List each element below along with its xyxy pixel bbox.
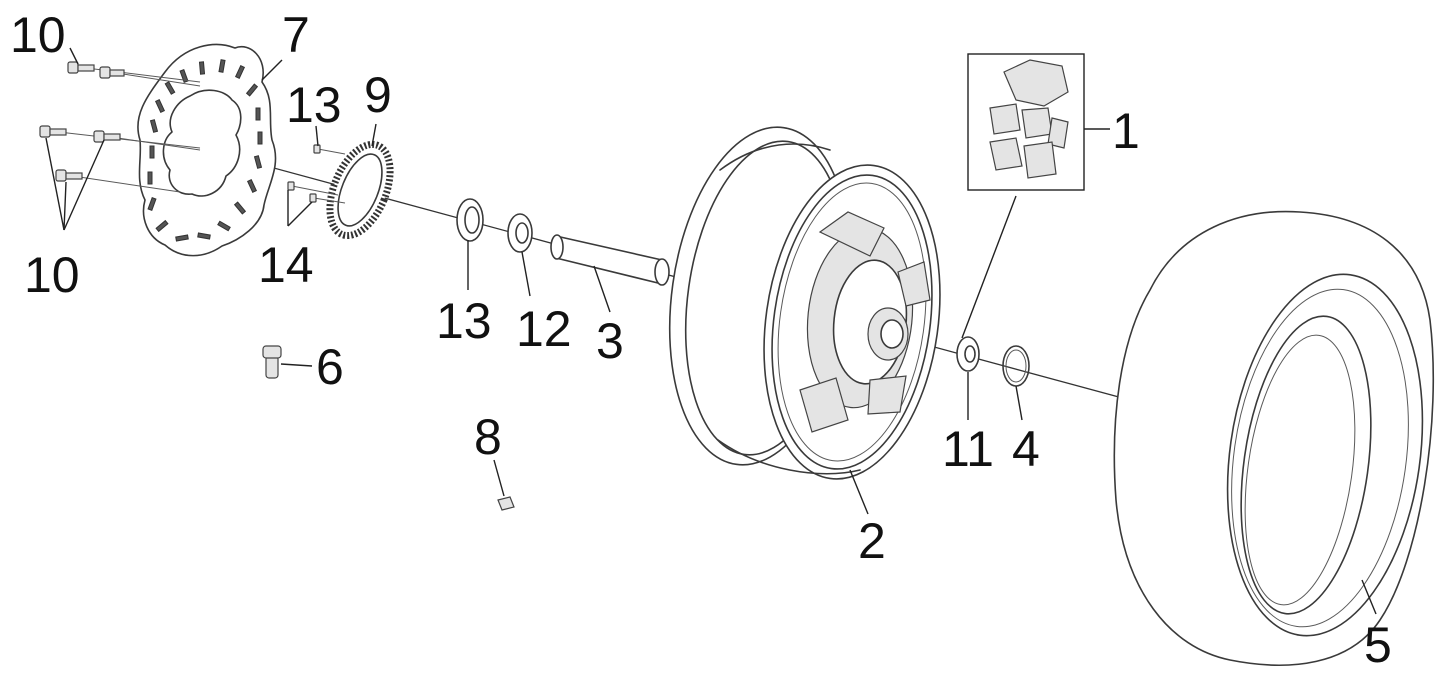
callout-leaders	[45, 47, 1377, 615]
damper-box	[967, 53, 1085, 191]
callout-9: 9	[364, 67, 392, 123]
callout-14: 14	[258, 237, 314, 293]
balance-weight	[493, 459, 515, 511]
damper-leader	[961, 195, 1017, 339]
callout-4: 4	[1012, 421, 1040, 477]
callout-5: 5	[1364, 617, 1392, 673]
callout-7: 7	[282, 7, 310, 63]
callout-2: 2	[858, 513, 886, 569]
callout-10-bottom: 10	[24, 247, 80, 303]
washer	[956, 336, 980, 372]
oil-seal	[456, 198, 484, 242]
callout-12: 12	[516, 301, 572, 357]
callout-13-mid: 13	[436, 293, 492, 349]
tone-ring-screws	[287, 144, 346, 204]
callout-10-top: 10	[10, 7, 66, 63]
callout-6: 6	[316, 339, 344, 395]
tyre	[1113, 210, 1435, 666]
circlip	[1002, 345, 1030, 387]
abs-tone-ring	[326, 140, 394, 240]
spacer-tube	[550, 234, 670, 286]
callout-3: 3	[596, 313, 624, 369]
callout-1: 1	[1112, 103, 1140, 159]
callout-11: 11	[942, 421, 994, 477]
disc-bolts	[39, 61, 201, 193]
brake-disc	[137, 43, 277, 257]
bearing	[507, 213, 533, 253]
callout-8: 8	[474, 409, 502, 465]
tyre-valve	[262, 345, 313, 379]
callout-13-top: 13	[286, 77, 342, 133]
wheel-rim	[668, 126, 941, 480]
